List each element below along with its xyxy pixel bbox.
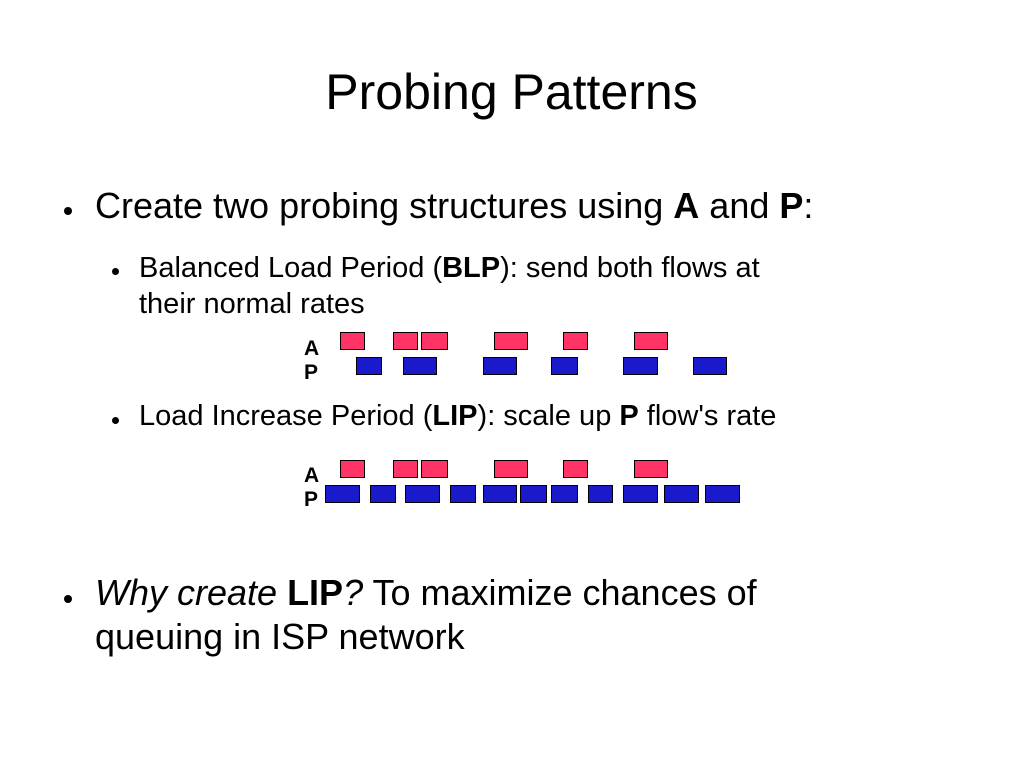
bullet-text: ): send both flows at xyxy=(500,252,760,284)
a-probe-block xyxy=(340,460,365,478)
bullet-text: Load Increase Period ( xyxy=(139,400,433,432)
bullet-dot xyxy=(64,207,72,215)
a-probe-block xyxy=(563,332,588,350)
bullet-why-lip: Why create LIP? To maximize chances of q… xyxy=(95,571,757,659)
p-probe-block xyxy=(664,485,699,503)
p-probe-block xyxy=(551,357,578,375)
slide-title: Probing Patterns xyxy=(325,64,698,120)
bullet-dot xyxy=(64,595,72,603)
p-probe-block xyxy=(403,357,437,375)
bullet-probing-structures: Create two probing structures using A an… xyxy=(95,184,813,228)
bullet-text: Balanced Load Period ( xyxy=(139,252,443,284)
p-probe-block xyxy=(325,485,360,503)
p-probe-block xyxy=(551,485,578,503)
bullet-text: their normal rates xyxy=(139,288,365,320)
a-probe-block xyxy=(634,332,668,350)
bullet-text: queuing in ISP network xyxy=(95,616,465,657)
p-probe-block xyxy=(450,485,476,503)
bullet-text: and xyxy=(699,185,780,226)
a-probe-block xyxy=(494,332,528,350)
a-probe-block xyxy=(340,332,365,350)
bullet-text: : xyxy=(803,185,814,226)
term-blp: BLP xyxy=(442,252,501,284)
bullet-text: ): scale up xyxy=(477,400,620,432)
a-probe-block xyxy=(393,332,418,350)
term-p: P xyxy=(619,400,639,432)
p-probe-block xyxy=(405,485,440,503)
p-probe-block xyxy=(705,485,740,503)
flow-label-p: P xyxy=(304,488,319,511)
term-p: P xyxy=(779,185,804,226)
a-probe-block xyxy=(421,332,448,350)
flow-label-p: P xyxy=(304,361,319,384)
p-probe-block xyxy=(483,357,517,375)
a-probe-block xyxy=(494,460,528,478)
bullet-dot xyxy=(112,417,119,424)
flow-label-a: A xyxy=(304,464,320,487)
bullet-blp: Balanced Load Period (BLP): send both fl… xyxy=(139,250,760,322)
p-probe-block xyxy=(693,357,727,375)
a-probe-block xyxy=(634,460,668,478)
term-lip: LIP xyxy=(287,572,344,613)
flow-label-a: A xyxy=(304,337,320,360)
p-probe-block xyxy=(370,485,396,503)
term-lip: LIP xyxy=(432,400,478,432)
bullet-text-italic: ? xyxy=(343,572,364,613)
bullet-text-italic: Why create xyxy=(95,572,288,613)
p-probe-block xyxy=(623,485,658,503)
p-probe-block xyxy=(483,485,517,503)
bullet-lip: Load Increase Period (LIP): scale up P f… xyxy=(139,398,776,434)
p-probe-block xyxy=(623,357,658,375)
p-probe-block xyxy=(588,485,613,503)
bullet-text: To maximize chances of xyxy=(363,572,757,613)
p-probe-block xyxy=(356,357,382,375)
a-probe-block xyxy=(421,460,448,478)
a-probe-block xyxy=(393,460,418,478)
bullet-text: Create two probing structures using xyxy=(95,185,674,226)
a-probe-block xyxy=(563,460,588,478)
term-a: A xyxy=(673,185,700,226)
p-probe-block xyxy=(520,485,547,503)
bullet-dot xyxy=(112,268,119,275)
bullet-text: flow's rate xyxy=(638,400,777,432)
